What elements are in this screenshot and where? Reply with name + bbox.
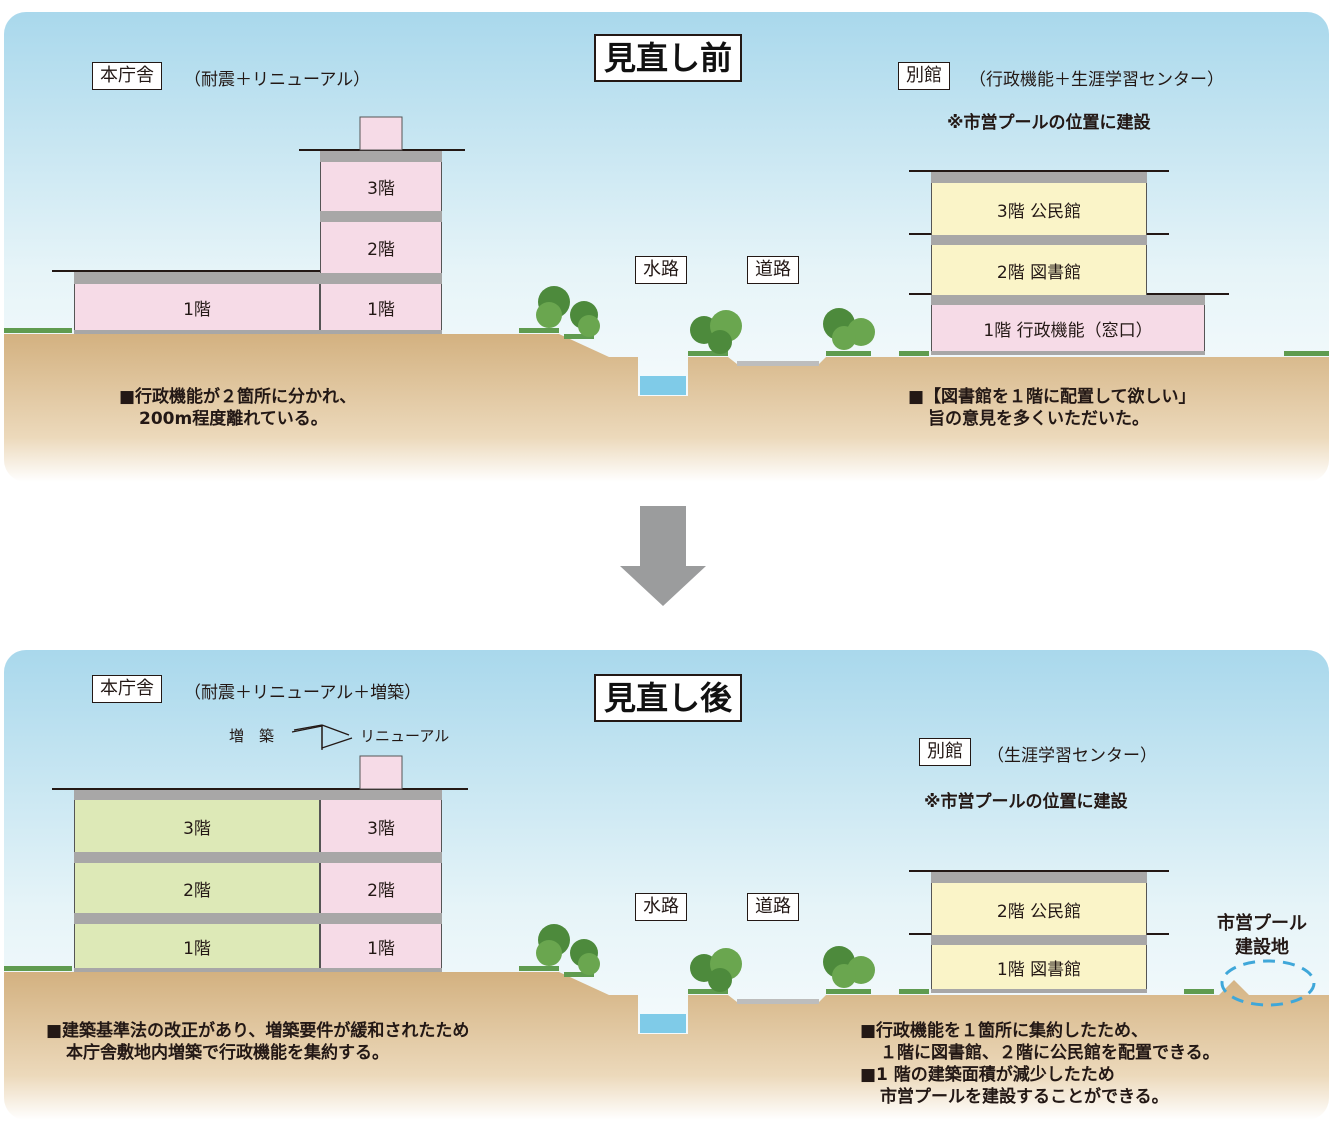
after-main-floor-1-right: 1階 — [320, 924, 442, 968]
after-annex-floor-1: 1階 図書館 — [931, 945, 1147, 989]
before-waterway-label: 水路 — [635, 256, 687, 284]
after-note-left: ■建築基準法の改正があり、増築要件が緩和されたため 本庁舎敷地内増築で行政機能を… — [46, 1021, 470, 1063]
before-main-building-label: 本庁舎 — [92, 62, 162, 90]
before-annex-desc: （行政機能＋生涯学習センター） — [969, 70, 1224, 90]
after-main-floor-3-right: 3階 — [320, 800, 442, 852]
ground — [4, 334, 1329, 482]
before-note-right: ■【図書館を１階に配置して欲しい」 旨の意見を多くいただいた。 — [908, 387, 1196, 429]
after-main-floor-2-left: 2階 — [74, 863, 320, 913]
grass — [4, 966, 1214, 994]
water — [640, 376, 686, 395]
after-waterway-label: 水路 — [635, 893, 687, 921]
pool-site-marker — [1220, 959, 1316, 1007]
grass — [4, 328, 1329, 356]
before-annex-label: 別館 — [898, 62, 950, 90]
after-main-building-desc: （耐震＋リニューアル＋増築） — [184, 683, 422, 703]
road-surface — [737, 361, 819, 366]
after-annex-location-note: ※市営プールの位置に建設 — [924, 792, 1128, 812]
before-main-floor-3: 3階 — [320, 162, 442, 211]
after-annex-label: 別館 — [919, 738, 971, 766]
after-main-building-label: 本庁舎 — [92, 675, 162, 703]
before-title: 見直し前 — [594, 34, 743, 82]
before-annex-floor-1: 1階 行政機能（窓口） — [931, 305, 1205, 351]
before-main-floor-2: 2階 — [320, 222, 442, 273]
after-panel: 3階 3階 2階 2階 1階 1階 2階 公民館 1階 図書館 見直し後 本庁舎… — [4, 650, 1329, 1120]
after-note-right: ■行政機能を１箇所に集約したため、 １階に図書館、２階に公民館を配置できる。 ■… — [860, 1021, 1220, 1107]
after-title: 見直し後 — [594, 674, 743, 722]
legend-extension: 増 築 — [229, 727, 275, 745]
before-main-building-desc: （耐震＋リニューアル） — [184, 70, 371, 90]
before-panel: 3階 2階 1階 1階 3階 公民館 2階 図書館 1階 行政機能（窓口） 見直… — [4, 12, 1329, 482]
after-road-label: 道路 — [747, 893, 799, 921]
trees — [536, 924, 875, 992]
after-main-floor-1-left: 1階 — [74, 924, 320, 968]
ground — [4, 972, 1329, 1120]
before-annex-floor-2: 2階 図書館 — [931, 245, 1147, 295]
after-annex-floor-2: 2階 公民館 — [931, 883, 1147, 935]
road-surface — [737, 999, 819, 1004]
before-annex-location-note: ※市営プールの位置に建設 — [947, 113, 1151, 133]
before-main-floor-1-left: 1階 — [74, 284, 320, 330]
pool-site-label: 市営プール 建設地 — [1217, 913, 1307, 958]
trees — [536, 286, 875, 354]
before-note-left: ■行政機能が２箇所に分かれ、 200m程度離れている。 — [119, 387, 357, 429]
before-road-label: 道路 — [747, 256, 799, 284]
legend-renewal: リニューアル — [360, 727, 450, 745]
before-main-floor-1-right: 1階 — [320, 284, 442, 330]
after-annex-desc: （生涯学習センター） — [987, 746, 1157, 766]
water — [640, 1014, 686, 1033]
after-main-floor-2-right: 2階 — [320, 863, 442, 913]
before-annex-floor-3: 3階 公民館 — [931, 183, 1147, 235]
after-main-floor-3-left: 3階 — [74, 800, 320, 852]
